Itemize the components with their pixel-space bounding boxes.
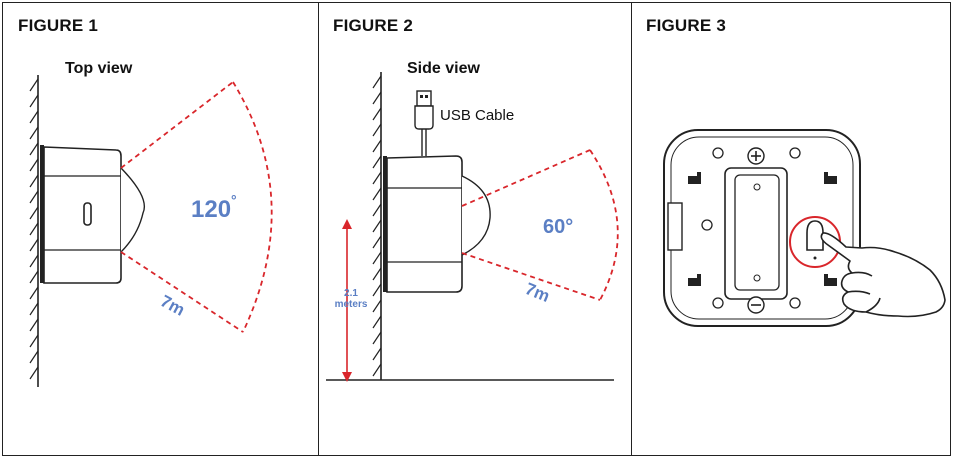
mount-height-arrow	[342, 219, 352, 382]
figure1-angle-value: 120	[191, 196, 232, 223]
figure2-sensor	[383, 155, 491, 293]
panel-divider-1	[318, 2, 319, 456]
figure1-angle-label: 120°	[191, 192, 237, 224]
plus-symbol-icon	[747, 147, 765, 165]
panel-divider-2	[631, 2, 632, 456]
side-view-label: Side view	[407, 60, 480, 77]
figure1-wall	[29, 75, 39, 387]
figure1-sensor	[40, 145, 145, 284]
figure2-detection-zone	[461, 149, 619, 301]
back-plate	[663, 129, 861, 327]
figure3-title: FIGURE 3	[646, 16, 727, 35]
usb-cable-label: USB Cable	[440, 107, 515, 124]
mount-height-unit: meters	[334, 299, 368, 310]
pointing-hand-icon	[820, 232, 946, 318]
figure1-detection-zone	[120, 81, 273, 333]
usb-plug-icon	[414, 90, 434, 156]
figure1-title: FIGURE 1	[18, 16, 99, 35]
degree-symbol: °	[231, 192, 237, 208]
figure2-angle-label: 60°	[543, 216, 574, 238]
mount-height-label: 2.1 meters	[326, 288, 376, 310]
top-view-label: Top view	[65, 60, 133, 77]
figure2-title: FIGURE 2	[333, 16, 414, 35]
mount-height-value: 2.1	[344, 288, 358, 299]
minus-symbol-icon	[747, 296, 765, 314]
figure2-wall	[372, 72, 382, 380]
